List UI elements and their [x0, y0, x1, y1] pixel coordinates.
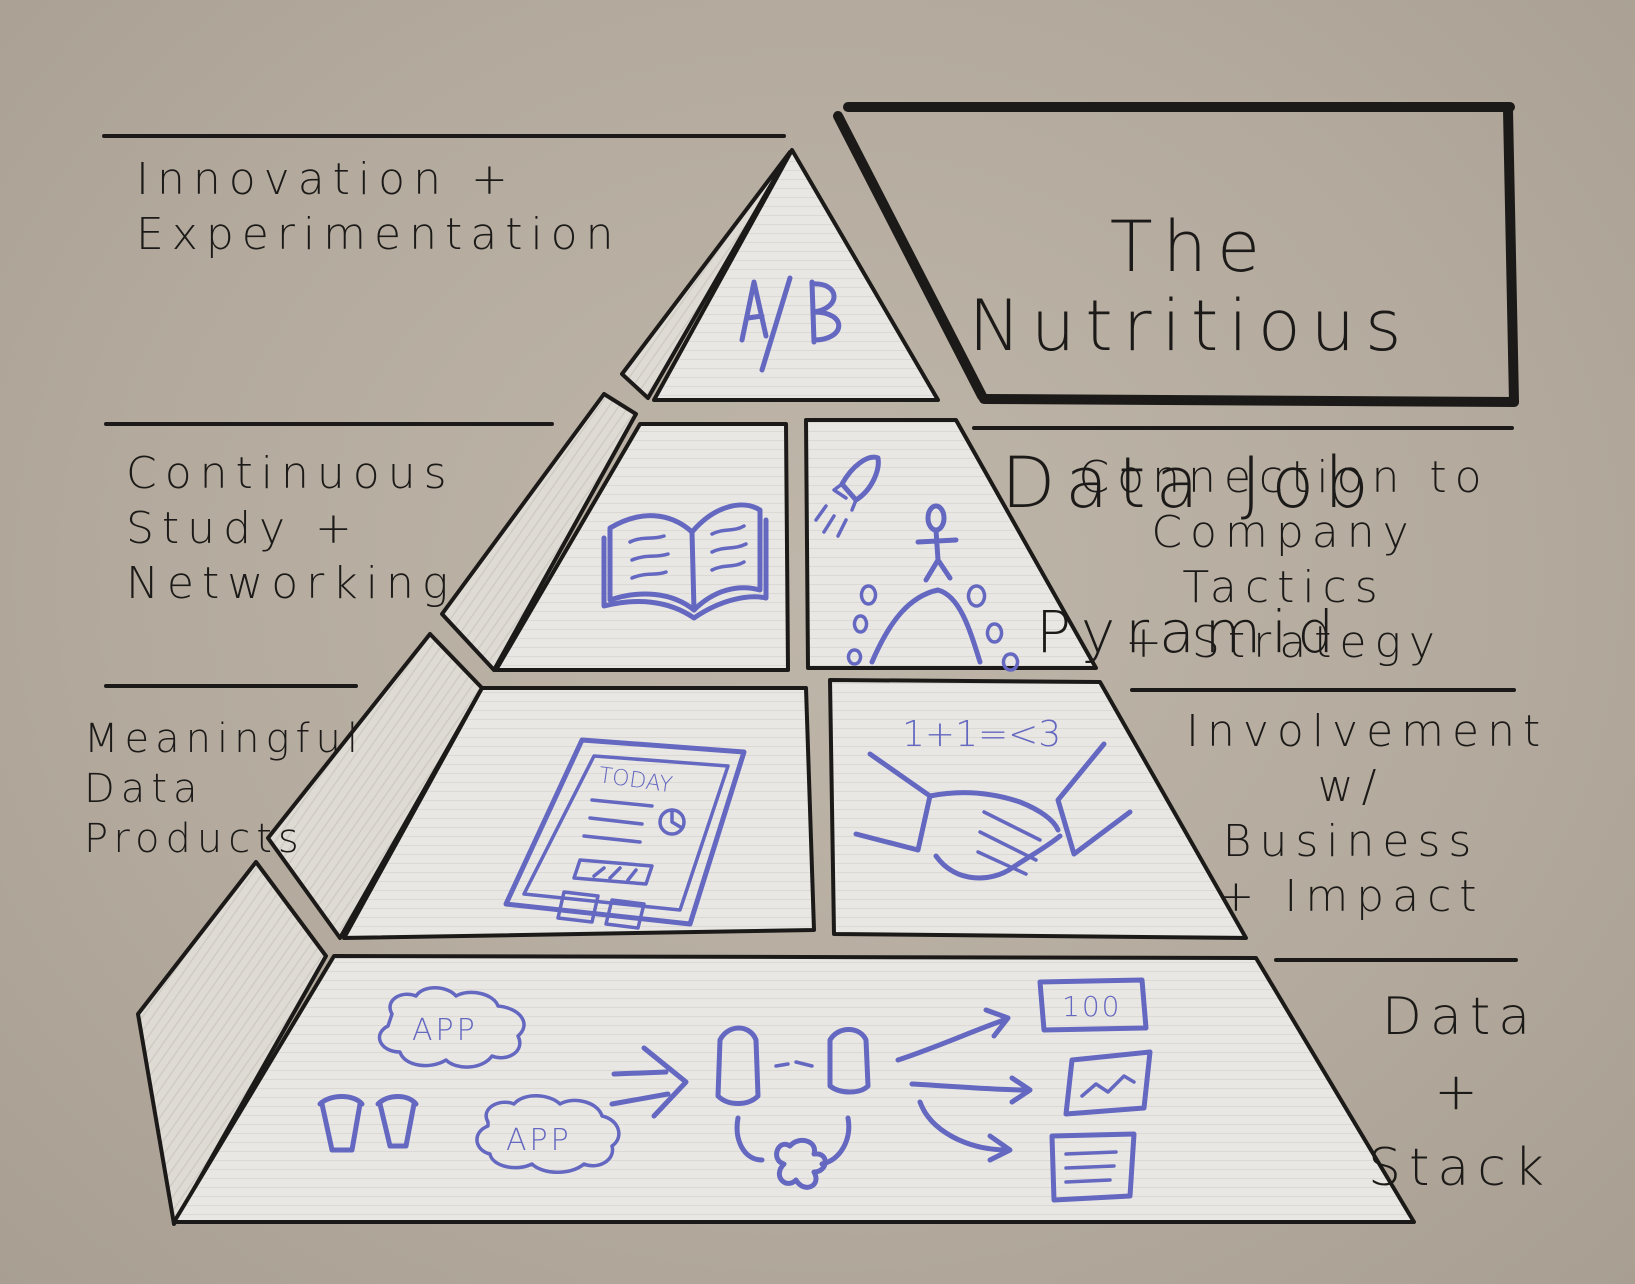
label-innovation-experimentation: Innovation + Experimentation — [136, 154, 622, 260]
handshake-icon: 1+1=<3 — [853, 714, 1133, 881]
app-cloud-1 — [377, 986, 526, 1069]
rocket-mountain-icon — [814, 454, 1020, 672]
label-connection-company-tactics: Connection to Company Tactics + Strategy — [1078, 452, 1490, 668]
page-title: The Nutritious Data Job Pyramid — [900, 130, 1480, 744]
open-book-icon — [601, 502, 769, 621]
label-data-stack: Data + Stack — [1368, 987, 1552, 1198]
equation-text: 1+1=<3 — [902, 714, 1061, 755]
tier-upper-right — [804, 418, 1098, 670]
title-line-2: Data Job — [1001, 441, 1379, 524]
title-line-3: Pyramid — [1035, 598, 1345, 667]
ab-test-sketch — [739, 275, 842, 373]
app-label-1: APP — [412, 1013, 478, 1048]
pyramid-front-faces — [172, 148, 1416, 1224]
label-continuous-study-networking: Continuous Study + Networking — [126, 448, 457, 609]
app-cloud-2 — [475, 1094, 621, 1174]
app-label-2: APP — [506, 1123, 572, 1158]
label-meaningful-data-products: Meaningful Data Products — [84, 716, 364, 862]
divider-lines — [102, 134, 1518, 962]
data-stack-sketch: APP APP 100 — [317, 977, 1153, 1203]
label-involvement-business-impact: Involvement w/ Business + Impact — [1186, 706, 1549, 922]
title-box — [833, 102, 1519, 407]
tier-top — [652, 148, 940, 402]
title-line-1: The Nutritious — [968, 206, 1412, 367]
tier-base — [172, 954, 1416, 1224]
dashboard-value-text: 100 — [1062, 990, 1121, 1023]
